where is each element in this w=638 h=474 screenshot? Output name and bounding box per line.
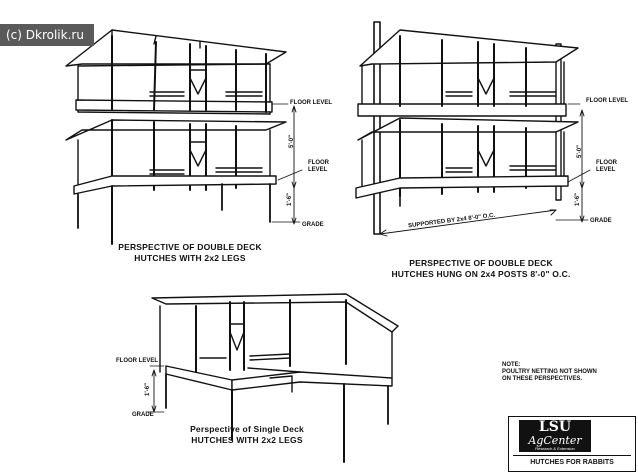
- title-block: LSU AgCenter Research & Extension HUTCHE…: [508, 416, 636, 472]
- label-dimension-5ft-right: 5'-0": [576, 145, 583, 158]
- note-line2: POULTRY NETTING NOT SHOWN: [502, 369, 597, 375]
- label-dimension-1ft6: 1'-6": [286, 193, 293, 206]
- note: NOTE: POULTRY NETTING NOT SHOWN ON THESE…: [502, 362, 597, 383]
- label-grade: GRADE: [302, 222, 324, 228]
- caption-top-left-line2: HUTCHES WITH 2x2 LEGS: [134, 253, 246, 263]
- label-grade-bottom: GRADE: [132, 412, 154, 418]
- note-line1: NOTE:: [502, 362, 521, 368]
- logo-top-text: LSU: [538, 419, 572, 435]
- drawing-title: HUTCHES FOR RABBITS: [530, 459, 614, 466]
- logo-area: LSU AgCenter Research & Extension: [513, 419, 631, 456]
- lsu-agcenter-logo: LSU AgCenter Research & Extension: [519, 420, 591, 452]
- caption-top-right-line1: PERSPECTIVE OF DOUBLE DECK: [409, 258, 553, 268]
- label-floor-level-bottom: FLOOR LEVEL: [116, 358, 158, 364]
- caption-bottom: Perspective of Single Deck HUTCHES WITH …: [162, 424, 332, 446]
- hutch-double-deck-2x4-posts: [355, 21, 591, 237]
- caption-bottom-line1: Perspective of Single Deck: [190, 424, 304, 434]
- caption-top-left: PERSPECTIVE OF DOUBLE DECK HUTCHES WITH …: [110, 242, 270, 264]
- note-line3: ON THESE PERSPECTIVES.: [502, 376, 583, 382]
- label-dimension-1ft6-right: 1'-6": [574, 193, 581, 206]
- label-floor-right: FLOOR: [596, 160, 617, 166]
- label-grade-right: GRADE: [590, 218, 612, 224]
- hutch-single-deck-2x2-legs: [147, 293, 399, 463]
- label-floor: FLOOR: [308, 160, 329, 166]
- logo-sub-text: Research & Extension: [535, 446, 575, 451]
- label-floor-level-right: FLOOR LEVEL: [586, 98, 628, 104]
- logo-mid-text: AgCenter: [528, 434, 582, 447]
- caption-bottom-line2: HUTCHES WITH 2x2 LEGS: [191, 435, 303, 445]
- label-level: LEVEL: [308, 167, 328, 173]
- caption-top-right-line2: HUTCHES HUNG ON 2x4 POSTS 8'-0" O.C.: [391, 269, 571, 279]
- caption-top-right: PERSPECTIVE OF DOUBLE DECK HUTCHES HUNG …: [376, 258, 586, 280]
- label-dimension-1ft6-bottom: 1'-6": [144, 383, 151, 396]
- label-level-right: LEVEL: [596, 167, 616, 173]
- caption-top-left-line1: PERSPECTIVE OF DOUBLE DECK: [118, 242, 262, 252]
- hutch-double-deck-2x2-legs: [65, 29, 303, 245]
- label-dimension-5ft: 5'-0": [288, 135, 295, 148]
- label-floor-level: FLOOR LEVEL: [290, 100, 332, 106]
- watermark: (c) Dkrolik.ru: [0, 24, 94, 46]
